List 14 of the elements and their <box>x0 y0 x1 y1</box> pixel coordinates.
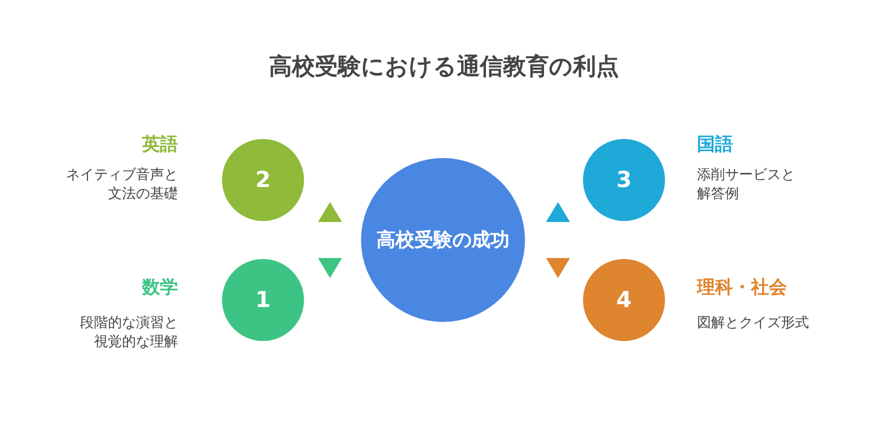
step-circle: 1 <box>222 259 304 341</box>
goal-circle: 高校受験の成功 <box>361 158 525 322</box>
diagram-title: 高校受験における通信教育の利点 <box>269 52 619 82</box>
subject-heading: 英語 <box>142 133 178 157</box>
step-circle: 2 <box>222 139 304 221</box>
subject-description: 段階的な演習と視覚的な理解 <box>79 314 178 352</box>
subject-heading: 国語 <box>697 133 733 157</box>
subject-heading: 理科・社会 <box>697 276 787 300</box>
step-circle: 3 <box>583 139 665 221</box>
subject-heading: 数学 <box>142 276 178 300</box>
subject-description: 図解とクイズ形式 <box>697 314 810 332</box>
step-circle: 4 <box>583 259 665 341</box>
subject-description: ネイティブ音声と文法の基礎 <box>65 166 178 204</box>
subject-description: 添削サービスと解答例 <box>697 166 796 204</box>
